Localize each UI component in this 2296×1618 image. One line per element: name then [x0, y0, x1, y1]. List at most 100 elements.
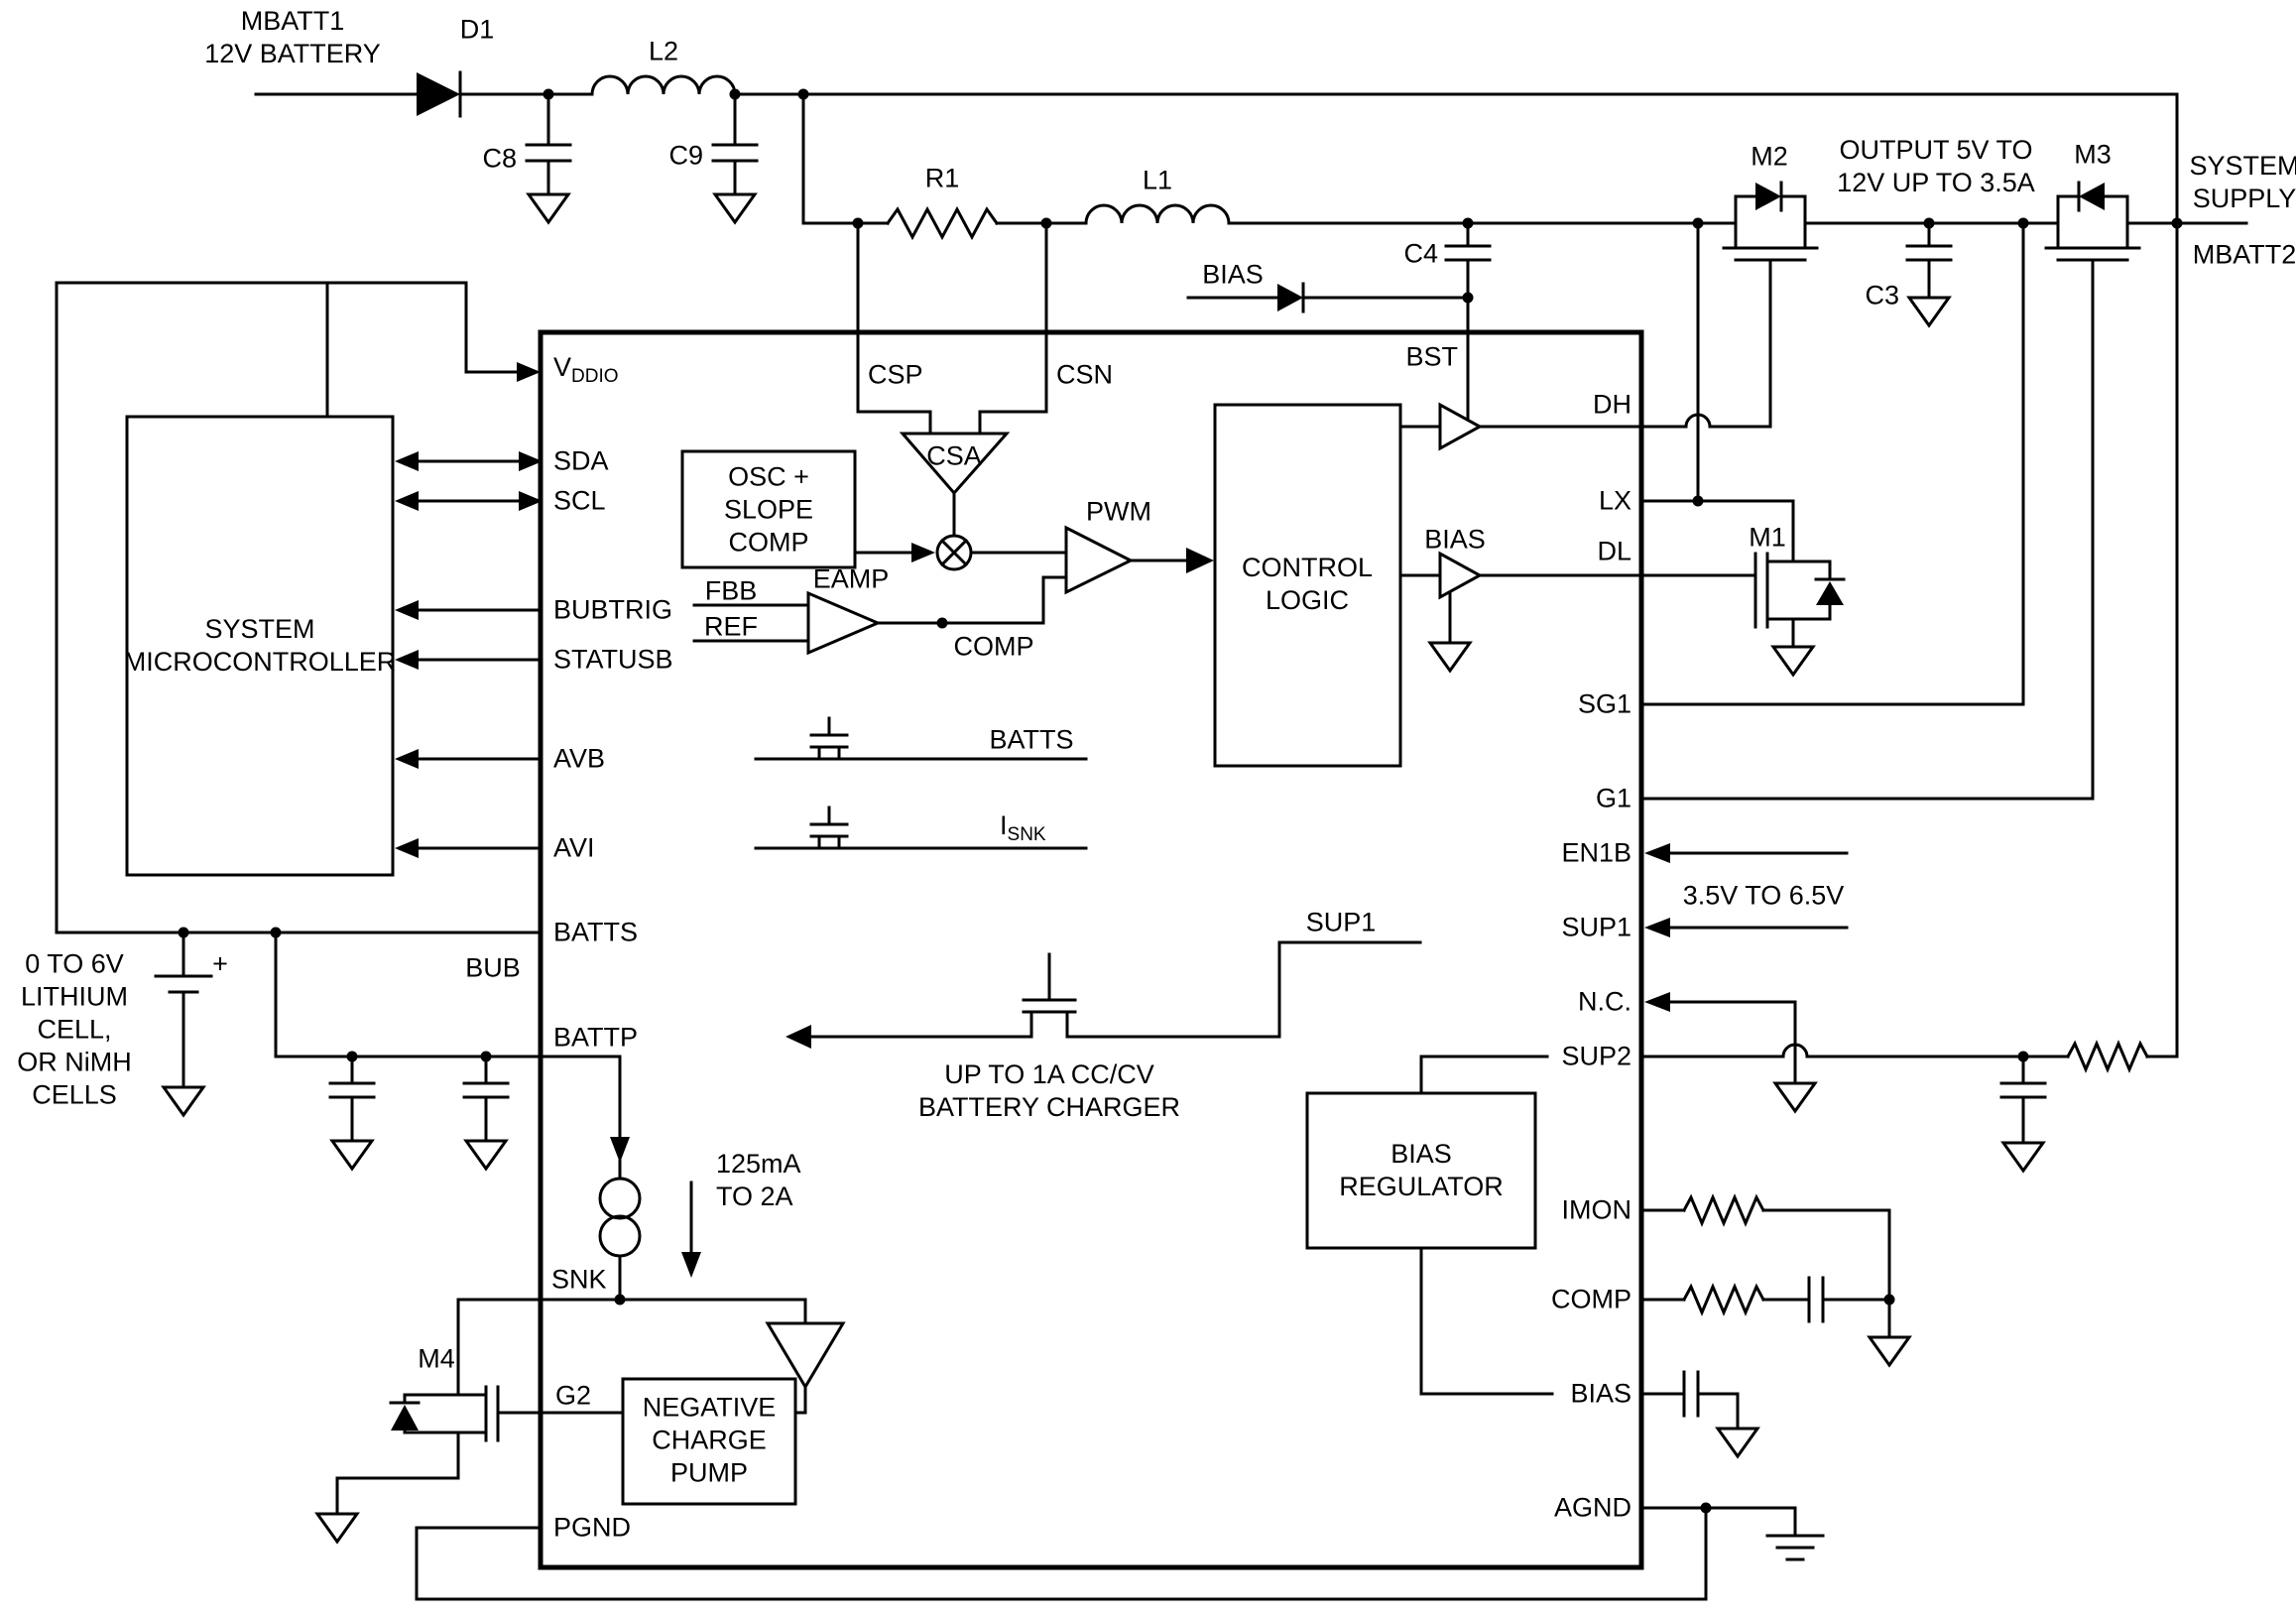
pin-label-scl: SCL: [553, 485, 606, 516]
label-sup1-internal: SUP1: [1305, 907, 1377, 937]
capacitor-comp: [1807, 1276, 1825, 1323]
pin-label-sup1: SUP1: [1561, 912, 1631, 942]
eamp-amplifier: [806, 590, 882, 656]
pin-label-csn: CSN: [1056, 359, 1114, 390]
label-c4: C4: [1403, 238, 1438, 269]
dh-driver: [1438, 402, 1484, 451]
csa-amplifier: [899, 432, 1011, 496]
capacitor-c3: [1905, 221, 1953, 300]
pin-label-sda: SDA: [553, 445, 609, 476]
inductor-l2: [590, 74, 737, 96]
pin-label-nc: N.C.: [1578, 986, 1631, 1017]
label-pwm: PWM: [1086, 496, 1151, 527]
label-c3: C3: [1865, 280, 1899, 311]
label-l1: L1: [1142, 165, 1173, 195]
label-fbb: FBB: [704, 575, 758, 606]
label-current-range: 125mA TO 2A: [716, 1149, 801, 1211]
pin-label-comp: COMP: [1551, 1284, 1631, 1314]
pin-label-statusb: STATUSB: [553, 644, 673, 675]
resistor-comp: [1681, 1283, 1766, 1316]
arrowheads: [395, 362, 1670, 1278]
pin-label-dh: DH: [1593, 389, 1631, 420]
label-isnk-switch: ISNK: [1000, 810, 1046, 845]
sink-amplifier: [765, 1321, 846, 1390]
mosfet-m1: [1753, 552, 1846, 649]
label-d1: D1: [459, 14, 495, 45]
label-control-logic: CONTROL LOGIC: [1241, 553, 1374, 615]
label-bias-regulator: BIAS REGULATOR: [1339, 1139, 1504, 1201]
label-charge-pump: NEGATIVE CHARGE PUMP: [642, 1392, 777, 1488]
pin-label-avi: AVI: [553, 832, 595, 863]
inductor-l1: [1084, 203, 1231, 225]
osc-slope-comp-box: [680, 449, 857, 569]
microcontroller-box: [125, 415, 395, 877]
diode-bias-bootstrap: [1186, 282, 1470, 313]
ground-symbols: [161, 192, 2046, 1545]
current-source: [598, 1177, 642, 1258]
label-microcontroller: SYSTEM MICROCONTROLLER: [123, 614, 397, 677]
mosfet-charger: [1022, 952, 1077, 1039]
control-logic-box: [1213, 403, 1402, 768]
label-output-rating: OUTPUT 5V TO 12V UP TO 3.5A: [1837, 135, 2035, 197]
multiplier: [935, 534, 973, 571]
capacitor-c8: [525, 92, 572, 196]
label-c9: C9: [668, 140, 703, 171]
pin-label-g2: G2: [554, 1380, 592, 1411]
junction-dots: [178, 88, 2183, 1514]
dl-driver: [1438, 551, 1484, 600]
label-m3: M3: [2074, 139, 2112, 170]
label-comp-net: COMP: [953, 631, 1034, 662]
battery-cell: [154, 931, 213, 1089]
capacitor-battp-2: [462, 1055, 510, 1143]
capacitor-sup2: [1999, 1055, 2047, 1145]
label-l2: L2: [648, 36, 679, 66]
pin-label-agnd: AGND: [1553, 1492, 1631, 1523]
pin-label-dl: DL: [1597, 536, 1631, 566]
pin-label-batts: BATTS: [553, 917, 639, 947]
label-sup1-range: 3.5V TO 6.5V: [1682, 880, 1845, 911]
charge-pump-box: [621, 1377, 797, 1506]
capacitor-bias: [1682, 1370, 1700, 1418]
resistor-imon: [1681, 1193, 1766, 1227]
pin-label-bst: BST: [1405, 341, 1458, 372]
label-csa: CSA: [926, 440, 982, 471]
pin-label-imon: IMON: [1561, 1194, 1632, 1225]
pin-label-battp: BATTP: [553, 1022, 639, 1053]
label-system-supply: SYSTEM SUPPLY: [2189, 151, 2296, 213]
pin-label-csp: CSP: [868, 359, 923, 390]
resistor-sup2: [2065, 1040, 2150, 1073]
pin-label-sup2: SUP2: [1561, 1041, 1631, 1071]
label-bias-internal: BIAS: [1424, 524, 1486, 555]
pin-label-snk: SNK: [551, 1264, 607, 1295]
pwm-comparator: [1064, 525, 1135, 595]
pin-label-en1b: EN1B: [1561, 837, 1631, 868]
pin-label-bias: BIAS: [1570, 1378, 1631, 1409]
wires: [55, 92, 2248, 1601]
label-bias-diode: BIAS: [1202, 259, 1264, 290]
label-charger-note: UP TO 1A CC/CV BATTERY CHARGER: [917, 1059, 1181, 1122]
pin-label-lx: LX: [1598, 485, 1631, 516]
label-m4: M4: [418, 1343, 455, 1374]
label-osc-block: OSC + SLOPE COMP: [723, 461, 814, 558]
label-r1: R1: [924, 163, 960, 193]
switch-batts: [809, 716, 849, 761]
label-bub: BUB: [465, 952, 521, 983]
pin-label-avb: AVB: [553, 743, 606, 774]
label-c8: C8: [482, 143, 517, 174]
ic-outline: [538, 329, 1644, 1570]
pin-label-bubtrig: BUBTRIG: [553, 594, 673, 625]
label-eamp: EAMP: [812, 563, 890, 594]
label-battery-note: 0 TO 6V LITHIUM CELL, OR NiMH CELLS: [17, 948, 132, 1110]
label-batts-switch: BATTS: [989, 724, 1074, 755]
diode-d1: [417, 70, 462, 118]
mosfet-m2: [1722, 181, 1819, 429]
capacitor-battp-1: [328, 1055, 376, 1143]
label-mbatt1: MBATT1 12V BATTERY: [204, 6, 381, 68]
pin-label-sg1: SG1: [1577, 688, 1631, 719]
bias-regulator-box: [1305, 1091, 1537, 1250]
label-m2: M2: [1751, 141, 1788, 172]
pin-label-vddio: VDDIO: [553, 352, 619, 387]
mosfet-m3: [2044, 181, 2141, 801]
